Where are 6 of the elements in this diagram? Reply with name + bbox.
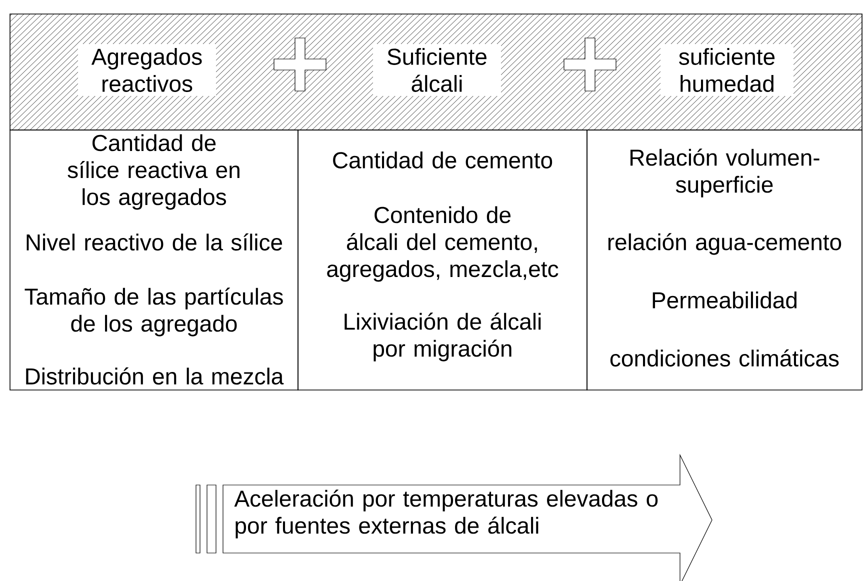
table-column: Cantidad de sílice reactiva en los agregados Nivel reactivo de la sílice Tamaño de las partículas de los agregado Distribución en la mezcla	[10, 130, 298, 390]
factor-label: Agregados reactivos	[78, 44, 216, 96]
table-column: Relación volumen-superficie relación agua-cemento Permeabilidad condiciones climáticas	[586, 130, 862, 390]
factor-label: suficiente humedad	[660, 44, 794, 96]
factor-label: Suficiente álcali	[373, 44, 501, 96]
table-column: Cantidad de cemento Contenido de álcali del cemento, agregados, mezcla,etc Lixiviación de álcali por migración	[298, 130, 588, 390]
